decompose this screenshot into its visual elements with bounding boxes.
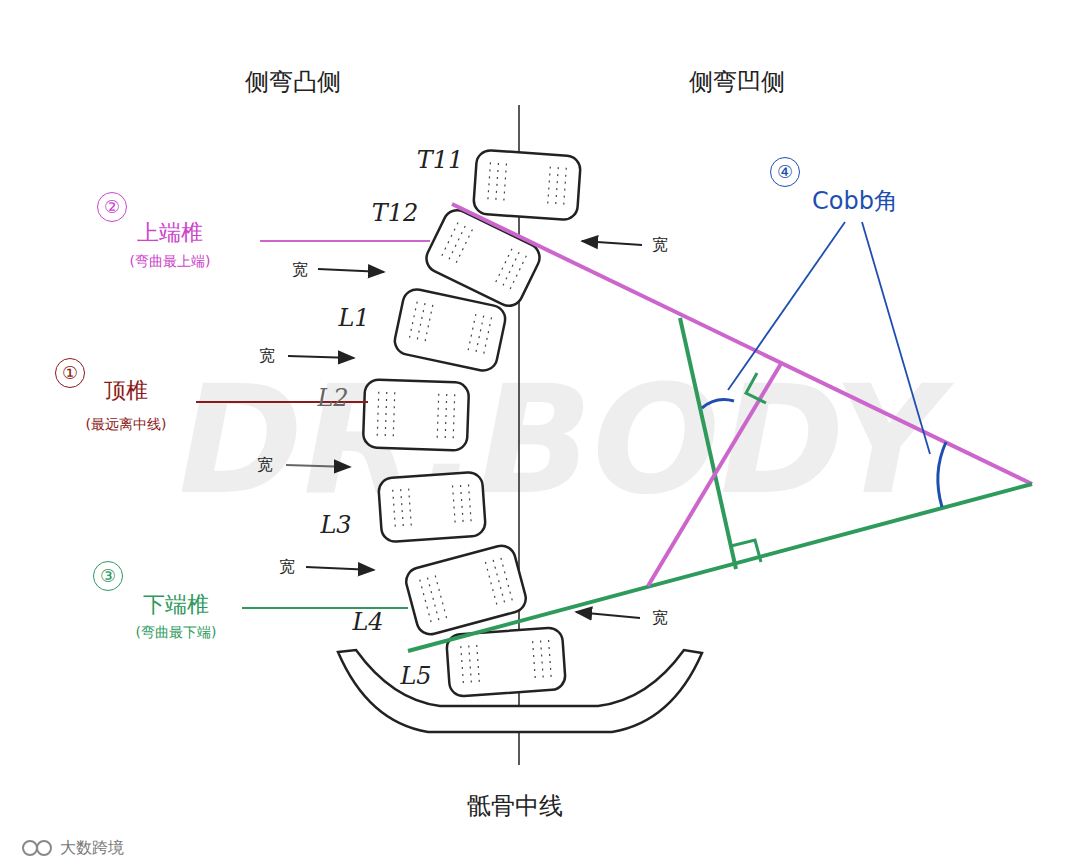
vertebra-label: T12 (372, 200, 419, 226)
term-note: (弯曲最下端) (136, 625, 217, 640)
width-mark: 宽 (652, 236, 668, 254)
callout-number: ② (97, 192, 127, 222)
vertebra (392, 287, 507, 373)
side-heading: 侧弯凹侧 (689, 69, 785, 95)
term-label: 上端椎 (137, 221, 203, 245)
callout-text: ② (104, 198, 120, 216)
vertebra-label: T11 (417, 147, 464, 173)
vertebra-label: L1 (338, 305, 369, 331)
term-label: 下端椎 (143, 593, 209, 617)
vertebra-label: L3 (320, 512, 351, 538)
term-note: (最远离中线) (86, 417, 167, 432)
width-mark: 宽 (259, 347, 275, 365)
term-note: (弯曲最上端) (130, 254, 211, 269)
logo-text: 大数跨境 (60, 839, 124, 857)
vertebra-label: L2 (317, 385, 348, 411)
side-heading: 侧弯凸侧 (245, 69, 341, 95)
width-mark: 宽 (279, 558, 295, 576)
vertebra (363, 379, 469, 451)
callout-text: ① (62, 364, 78, 382)
width-mark: 宽 (292, 261, 308, 279)
vertebra-label: L5 (400, 663, 431, 689)
term-label: 顶椎 (104, 379, 148, 403)
callout-text: ③ (100, 567, 116, 585)
vertebra (378, 471, 486, 542)
width-mark: 宽 (257, 456, 273, 474)
vertebra (473, 149, 581, 220)
width-mark: 宽 (652, 609, 668, 627)
callout-number: ③ (93, 561, 123, 591)
axis-label: 骶骨中线 (467, 793, 563, 819)
watermark: DR.BODY (178, 358, 941, 523)
angle-label: Cobb角 (812, 188, 898, 214)
callout-text: ④ (777, 163, 793, 181)
callout-number: ④ (770, 157, 800, 187)
vertebra-label: L4 (352, 609, 383, 635)
cobb-construction (23, 204, 1032, 855)
callout-number: ① (55, 358, 85, 388)
